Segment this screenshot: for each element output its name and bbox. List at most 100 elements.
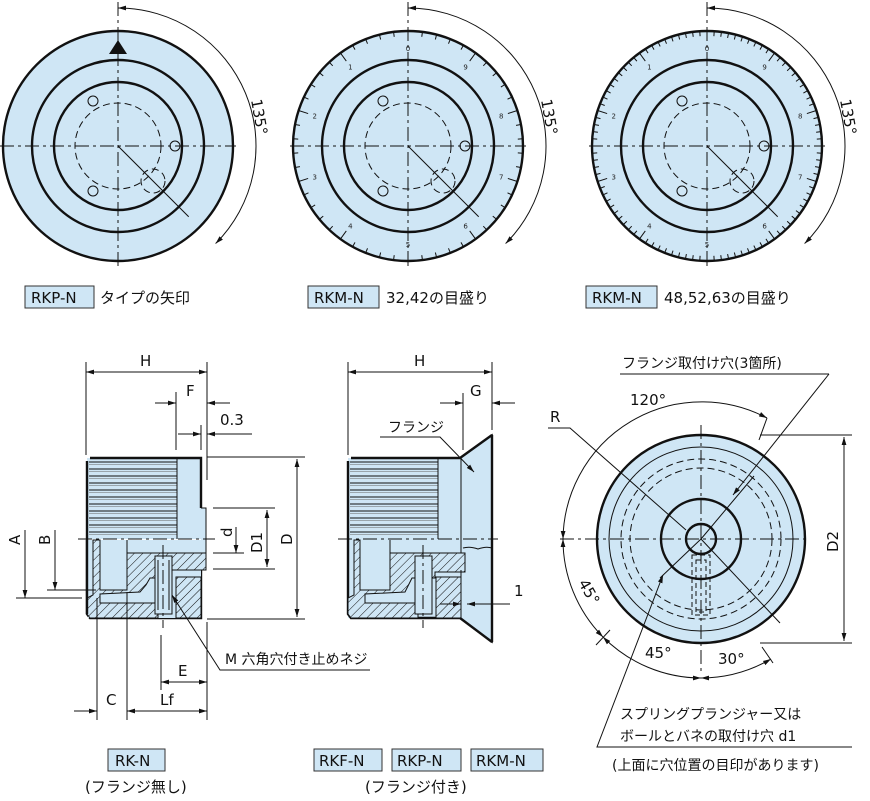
model-tag: RKM-N bbox=[314, 289, 364, 307]
angle-arc bbox=[706, 5, 846, 244]
scale-tick bbox=[609, 83, 615, 88]
scale-tick bbox=[720, 31, 722, 37]
dim-D2: D2 bbox=[824, 531, 842, 552]
scale-number: 3 bbox=[313, 173, 317, 181]
scale-tick bbox=[781, 61, 787, 67]
scale-tick bbox=[340, 52, 347, 62]
scale-tick bbox=[651, 44, 655, 50]
dim-0.3: 0.3 bbox=[220, 411, 244, 429]
scale-tick bbox=[352, 242, 356, 248]
scale-tick bbox=[605, 198, 611, 202]
scale-tick bbox=[365, 38, 368, 44]
scale-tick bbox=[670, 250, 674, 256]
hole-mark-icon bbox=[87, 185, 99, 197]
scale-number: 6 bbox=[463, 222, 468, 230]
scale-tick bbox=[622, 66, 628, 72]
scale-tick bbox=[733, 34, 737, 40]
scale-number: 4 bbox=[647, 222, 652, 230]
scale-tick bbox=[786, 220, 792, 226]
scale-tick bbox=[597, 109, 608, 115]
top-view-caption-2: RKM-N 32,42の目盛り bbox=[307, 285, 489, 309]
scale-tick bbox=[298, 177, 309, 183]
model-tag-rkm: RKM-N bbox=[476, 752, 526, 770]
scale-tick bbox=[727, 32, 730, 39]
caption: (フランジ付き) bbox=[365, 778, 467, 796]
scale-tick bbox=[670, 36, 674, 42]
scale-tick bbox=[319, 215, 324, 220]
scale-tick bbox=[622, 220, 628, 226]
dim-D1: D1 bbox=[248, 532, 266, 553]
scale-tick bbox=[460, 44, 464, 50]
flange-label: フランジ bbox=[388, 420, 444, 436]
scale-tick bbox=[803, 198, 809, 202]
scale-tick bbox=[597, 177, 608, 183]
scale-tick bbox=[378, 252, 382, 258]
scale-tick bbox=[609, 204, 615, 209]
hole-mark-icon bbox=[377, 95, 389, 107]
scale-tick bbox=[482, 225, 488, 231]
scale-tick bbox=[507, 96, 513, 100]
scale-tick bbox=[814, 123, 821, 126]
dim-H: H bbox=[140, 352, 151, 370]
model-tag-rkp: RKP-N bbox=[397, 752, 443, 770]
dim-C: C bbox=[106, 691, 116, 709]
angle-120: 120° bbox=[630, 391, 666, 409]
scale-tick bbox=[515, 166, 522, 169]
scale-tick bbox=[605, 90, 611, 94]
scale-tick bbox=[500, 83, 506, 88]
scale-tick bbox=[786, 66, 792, 72]
scale-tick bbox=[448, 248, 451, 254]
scale-tick bbox=[651, 242, 655, 248]
scale-tick bbox=[664, 38, 667, 44]
scale-tick bbox=[657, 41, 661, 47]
scale-tick bbox=[618, 215, 623, 220]
scale-tick bbox=[781, 225, 787, 231]
scale-tick bbox=[328, 61, 334, 67]
dial-1: 135° bbox=[0, 2, 271, 268]
scale-tick bbox=[765, 48, 770, 54]
scale-tick bbox=[795, 78, 801, 82]
scale-tick bbox=[806, 109, 817, 115]
scale-number: 0 bbox=[705, 45, 709, 53]
scale-tick bbox=[768, 52, 775, 62]
scale-tick bbox=[340, 230, 347, 240]
scale-tick bbox=[482, 61, 488, 67]
scale-tick bbox=[720, 255, 722, 261]
scale-number: 5 bbox=[705, 241, 709, 249]
scale-number: 3 bbox=[612, 173, 616, 181]
scale-tick bbox=[595, 116, 601, 120]
scale-tick bbox=[776, 230, 781, 235]
scale-tick bbox=[294, 166, 301, 169]
dim-Lf: Lf bbox=[160, 691, 174, 709]
top-view-caption-3: RKM-N 48,52,63の目盛り bbox=[585, 285, 791, 309]
scale-tick bbox=[740, 250, 744, 256]
scale-number: 1 bbox=[348, 64, 352, 72]
flange-holes-note: フランジ取付け穴(3箇所) bbox=[622, 355, 782, 372]
scale-tick bbox=[421, 255, 423, 261]
scale-tick bbox=[747, 248, 750, 254]
scale-tick bbox=[378, 34, 382, 40]
caption: (フランジ無し) bbox=[85, 778, 187, 796]
angle-label: 135° bbox=[247, 98, 271, 137]
side-view-plain: H F 0.3 D D1 d A B C Lf E bbox=[6, 352, 370, 796]
scale-tick bbox=[806, 192, 812, 196]
scale-tick bbox=[469, 52, 476, 62]
dim-D: D bbox=[278, 533, 296, 545]
hole-mark-icon bbox=[87, 95, 99, 107]
scale-tick bbox=[806, 96, 812, 100]
scale-tick bbox=[319, 72, 324, 77]
knurling bbox=[350, 461, 438, 535]
angle-45-bottom: 45° bbox=[645, 644, 672, 662]
scale-tick bbox=[677, 252, 681, 258]
caption: タイプの矢印 bbox=[100, 289, 190, 307]
scale-tick bbox=[627, 61, 633, 67]
scale-tick bbox=[599, 186, 605, 189]
scale-number: 6 bbox=[762, 222, 767, 230]
plunger-note-1: スプリングプランジャー又は bbox=[620, 707, 801, 723]
scale-number: 2 bbox=[313, 113, 317, 121]
scale-tick bbox=[809, 186, 815, 189]
dim-d: d bbox=[218, 527, 236, 537]
scale-tick bbox=[799, 83, 805, 88]
